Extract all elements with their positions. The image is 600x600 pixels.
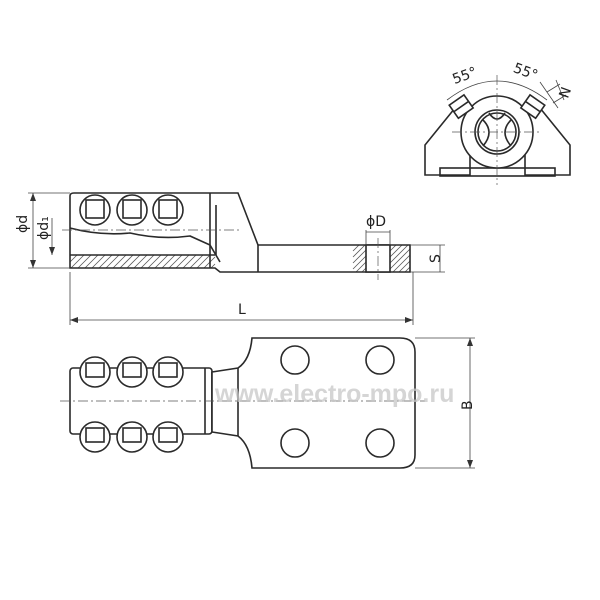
d-label: ϕd [15, 215, 31, 233]
hatch-line [398, 260, 411, 273]
bolt-heads-top [79, 356, 184, 453]
watermark: www.electro-mpo.ru [214, 380, 454, 408]
hatch-line [392, 254, 411, 273]
bolt-heads-side [79, 194, 184, 226]
hatch-line [389, 244, 409, 264]
hatch-line [355, 261, 367, 273]
hatch-line [168, 254, 183, 269]
n-label: N [556, 85, 575, 100]
hatch-line [352, 255, 367, 270]
hatch-line [389, 244, 403, 258]
hatch-line [69, 254, 78, 263]
hatch-line [404, 266, 411, 273]
end-view: 55° 55° N [424, 60, 575, 185]
hatch-line [352, 249, 367, 264]
hatch-line [352, 244, 360, 252]
D-label: ϕD [366, 214, 386, 230]
b-label: B [460, 400, 476, 410]
hatch-line [196, 254, 211, 269]
d1-label: ϕd₁ [36, 216, 52, 240]
angle-right-label: 55° [511, 60, 540, 84]
hatch-line [147, 254, 162, 269]
hatch-line [182, 254, 197, 269]
hatch-line [175, 254, 190, 269]
s-label: S [428, 254, 444, 263]
section-hatching [69, 244, 411, 273]
hatch-line [133, 254, 148, 269]
hatch-line [91, 254, 106, 269]
hatch-line [105, 254, 120, 269]
hatch-line [189, 254, 204, 269]
hatch-line [119, 254, 134, 269]
angle-left-label: 55° [450, 64, 479, 88]
hatch-line [161, 254, 176, 269]
hatch-line [154, 254, 169, 269]
side-view: ϕd ϕd₁ ϕD S L [15, 192, 445, 325]
hatch-line [77, 254, 92, 269]
hatch-line [140, 254, 155, 269]
hatch-line [352, 244, 366, 258]
hatch-line [98, 254, 113, 269]
hatch-line [389, 244, 397, 252]
hatch-line [112, 254, 127, 269]
l-label: L [238, 302, 246, 318]
hatch-line [126, 254, 141, 269]
hatch-line [389, 248, 411, 270]
top-view: B [60, 337, 476, 469]
hatch-line [84, 254, 99, 269]
hatch-line [70, 254, 85, 269]
